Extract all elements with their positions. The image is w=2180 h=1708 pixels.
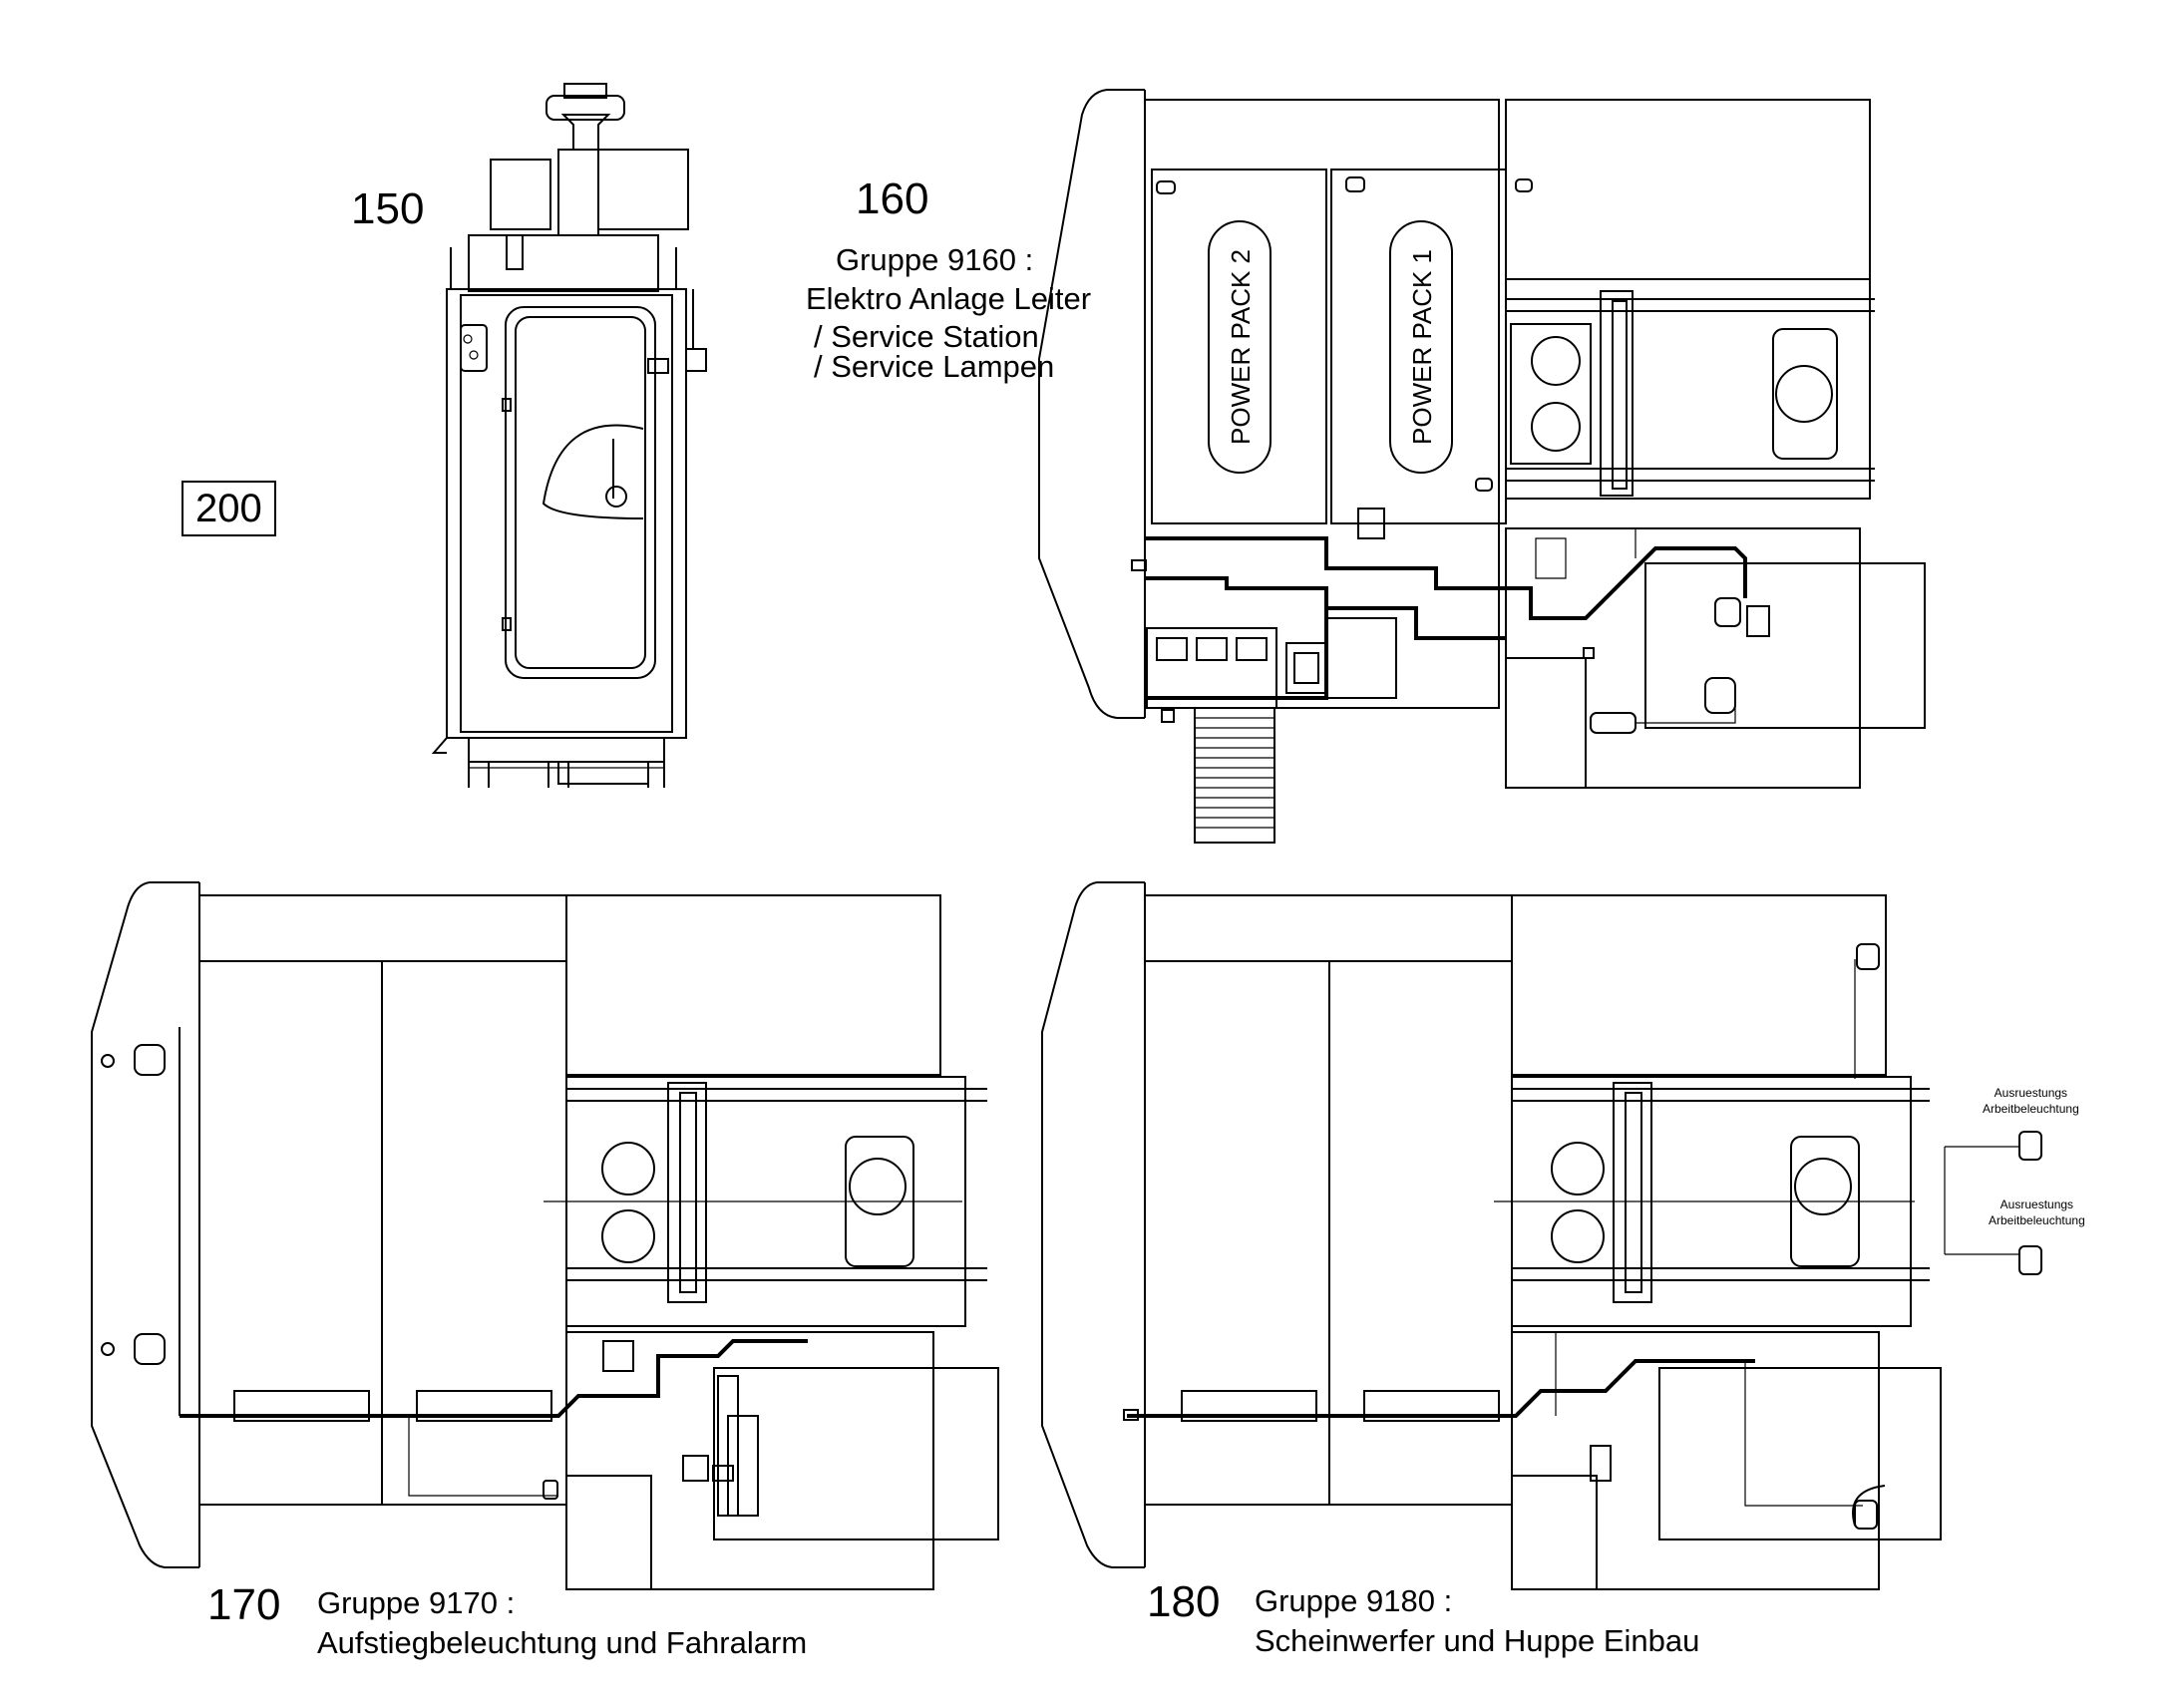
view-160-subtitle-line-3: / Service Lampen — [814, 349, 1055, 384]
view-170-title: Gruppe 9170 : — [317, 1585, 516, 1620]
callout-2-line-2: Arbeitbeleuchtung — [1989, 1213, 2085, 1227]
view-150-side-elevation — [431, 83, 707, 788]
view-160-plan: POWER PACK 2 POWER PACK 1 — [1038, 89, 1926, 844]
view-170-subtitle: Aufstiegbeleuchtung und Fahralarm — [317, 1625, 808, 1660]
view-160-number: 160 — [856, 174, 929, 223]
view-170-number: 170 — [207, 1580, 281, 1629]
power-pack-1-label: POWER PACK 1 — [1407, 249, 1437, 445]
power-pack-2-label: POWER PACK 2 — [1226, 249, 1256, 445]
callout-1-line-1: Ausruestungs — [1994, 1086, 2068, 1100]
view-160-subtitle-line-1: Elektro Anlage Leiter — [806, 281, 1092, 316]
view-160-title: Gruppe 9160 : — [836, 242, 1034, 277]
view-180-plan — [1041, 881, 2042, 1590]
view-150-number: 150 — [351, 184, 425, 233]
view-160-subtitle-line-2: / Service Station — [814, 319, 1039, 354]
callout-1-line-2: Arbeitbeleuchtung — [1983, 1102, 2079, 1116]
reference-box-200: 200 — [182, 481, 276, 536]
view-170-plan — [91, 881, 999, 1590]
view-180-number: 180 — [1147, 1577, 1221, 1626]
callout-work-light-2: Ausruestungs Arbeitbeleuchtung — [1989, 1196, 2085, 1228]
callout-2-line-1: Ausruestungs — [1999, 1197, 2074, 1211]
view-180-title: Gruppe 9180 : — [1255, 1583, 1453, 1618]
view-180-subtitle: Scheinwerfer und Huppe Einbau — [1255, 1623, 1700, 1658]
callout-work-light-1: Ausruestungs Arbeitbeleuchtung — [1983, 1085, 2079, 1117]
